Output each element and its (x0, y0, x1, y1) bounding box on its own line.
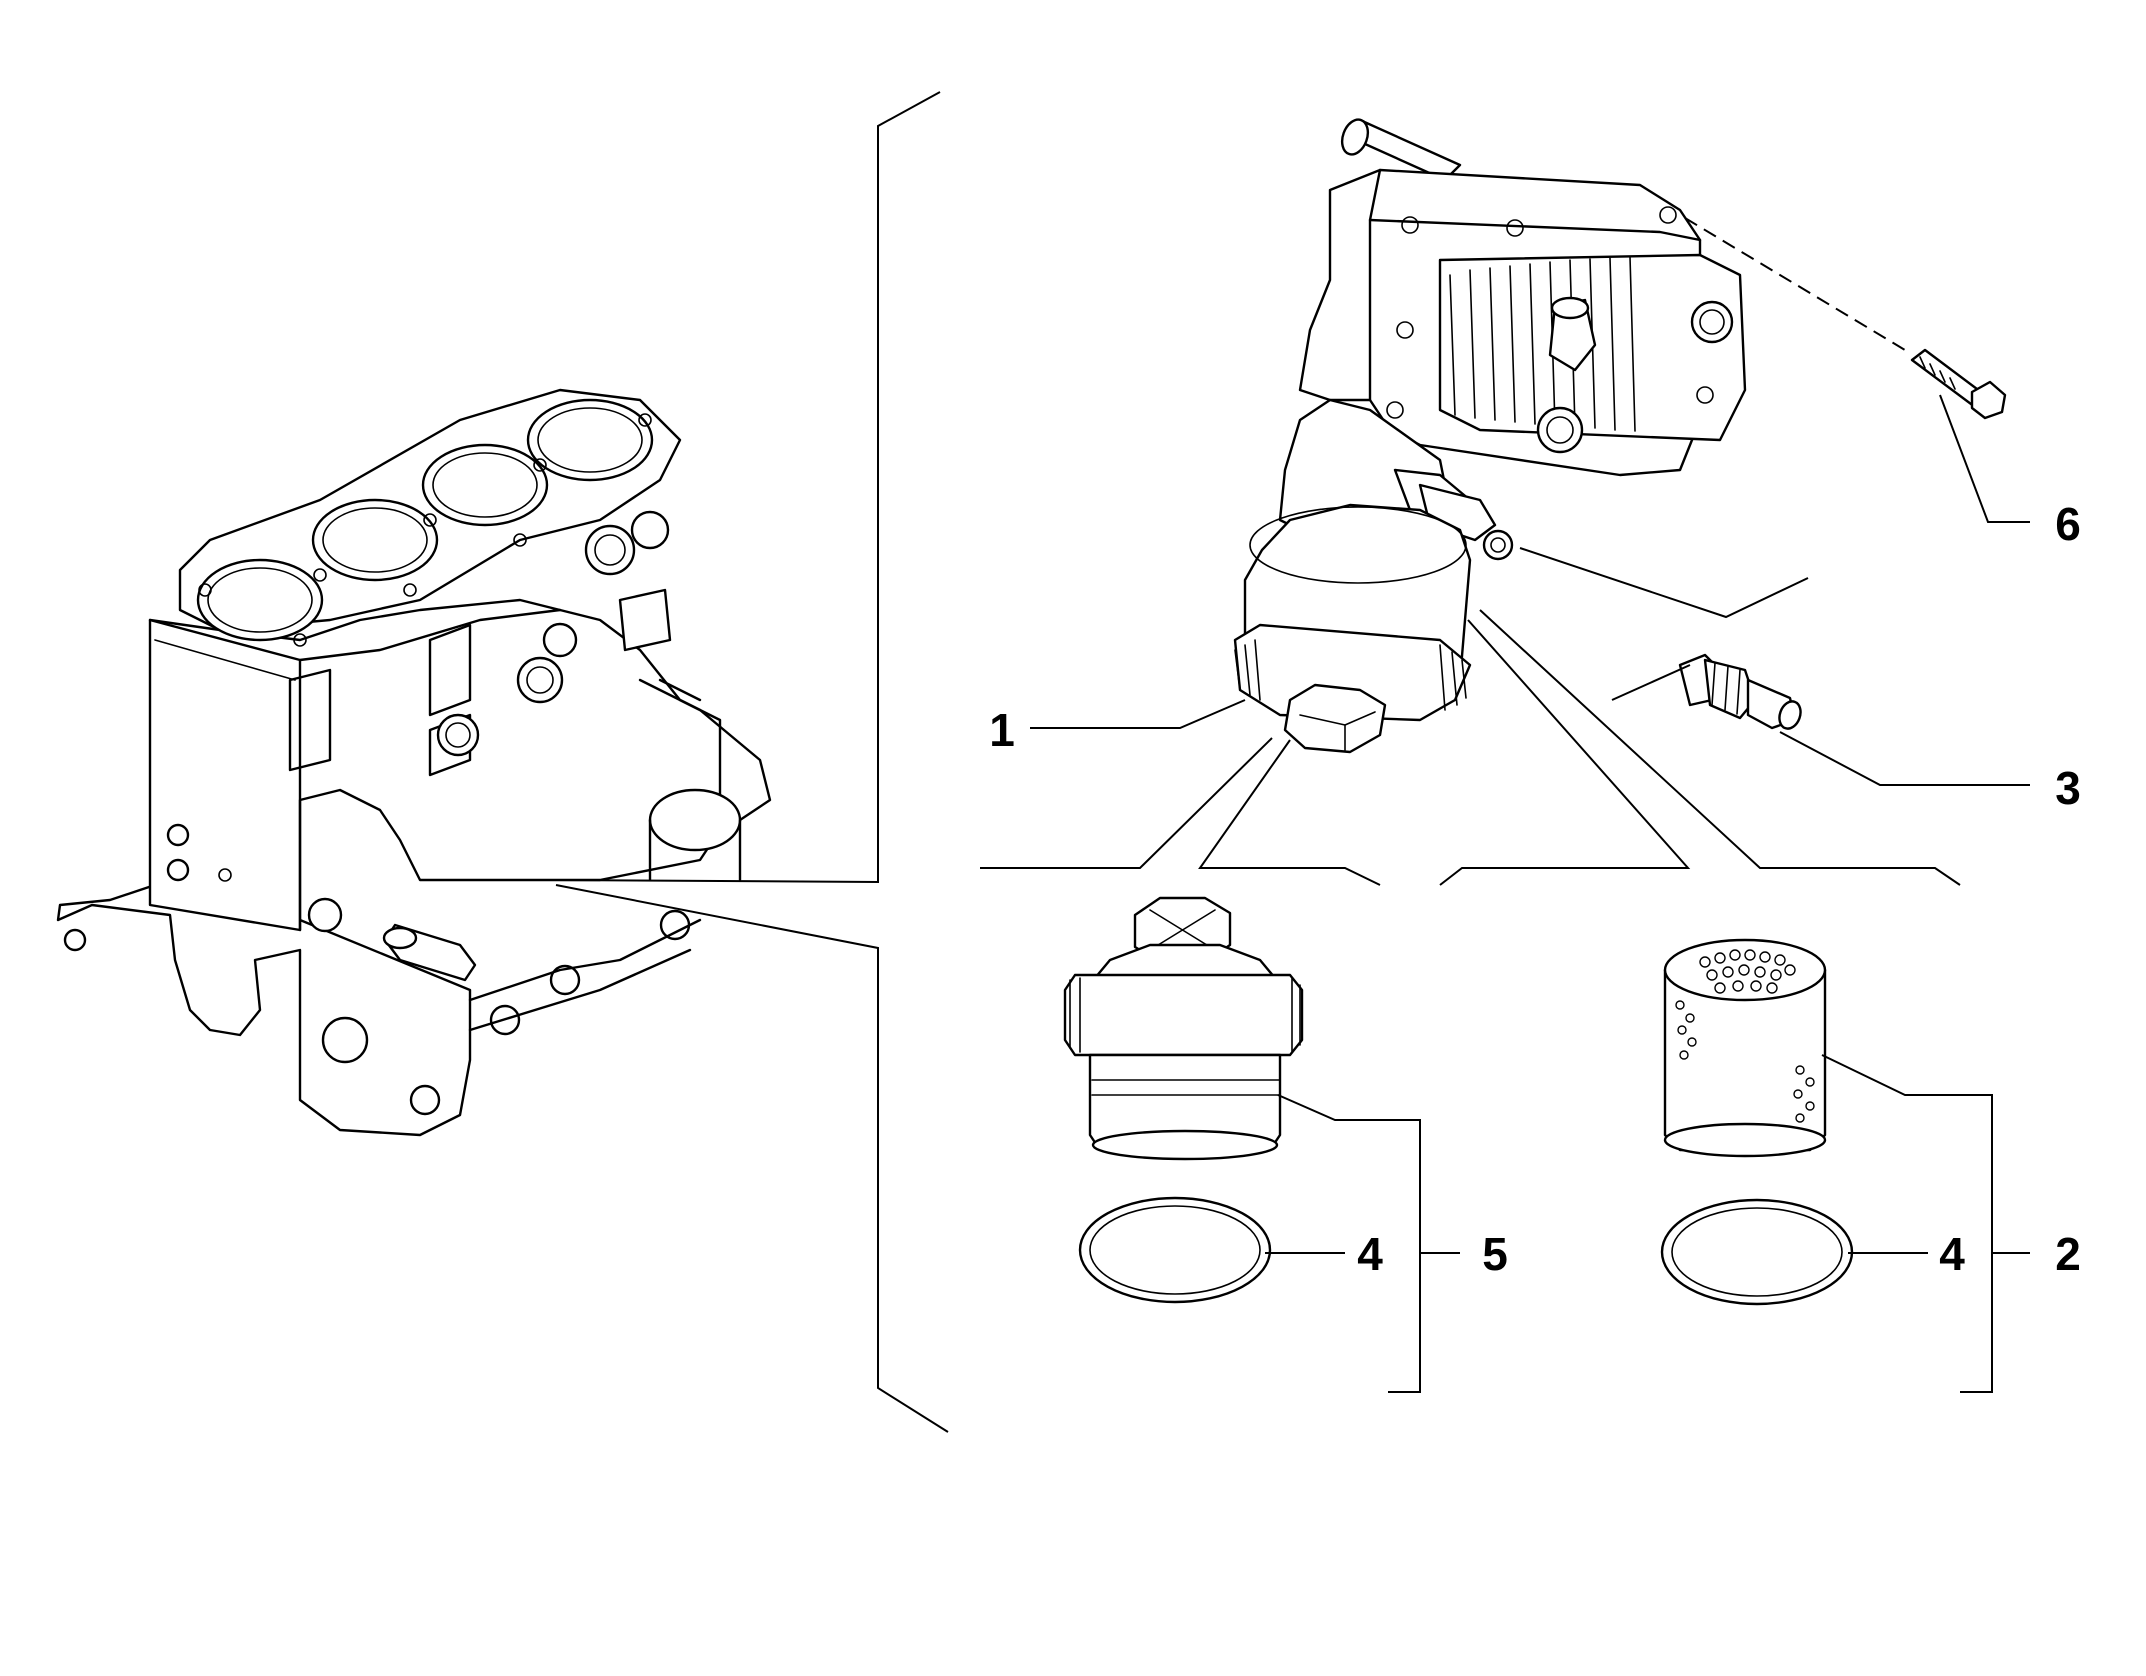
callout-5: 5 (1482, 1228, 1508, 1280)
callout-4-right: 4 (1939, 1228, 1965, 1280)
seal-ring-right-drawing (1660, 1198, 1854, 1306)
screw-drawing (1910, 348, 2007, 420)
filter-cartridge-drawing (1663, 938, 1827, 1158)
filter-cap-drawing (1063, 896, 1304, 1161)
callout-4-left: 4 (1357, 1228, 1383, 1280)
seal-ring-left-drawing (1078, 1196, 1272, 1304)
leader-lines (980, 394, 2030, 1393)
callout-1: 1 (989, 704, 1015, 756)
callout-3: 3 (2055, 762, 2081, 814)
engine-block-drawing (56, 388, 772, 1137)
callout-6: 6 (2055, 498, 2081, 550)
callout-2: 2 (2055, 1228, 2081, 1280)
filter-housing-drawing (1233, 118, 1747, 754)
assembly-bracket (555, 91, 949, 1433)
pressure-switch-drawing (1678, 653, 1802, 730)
